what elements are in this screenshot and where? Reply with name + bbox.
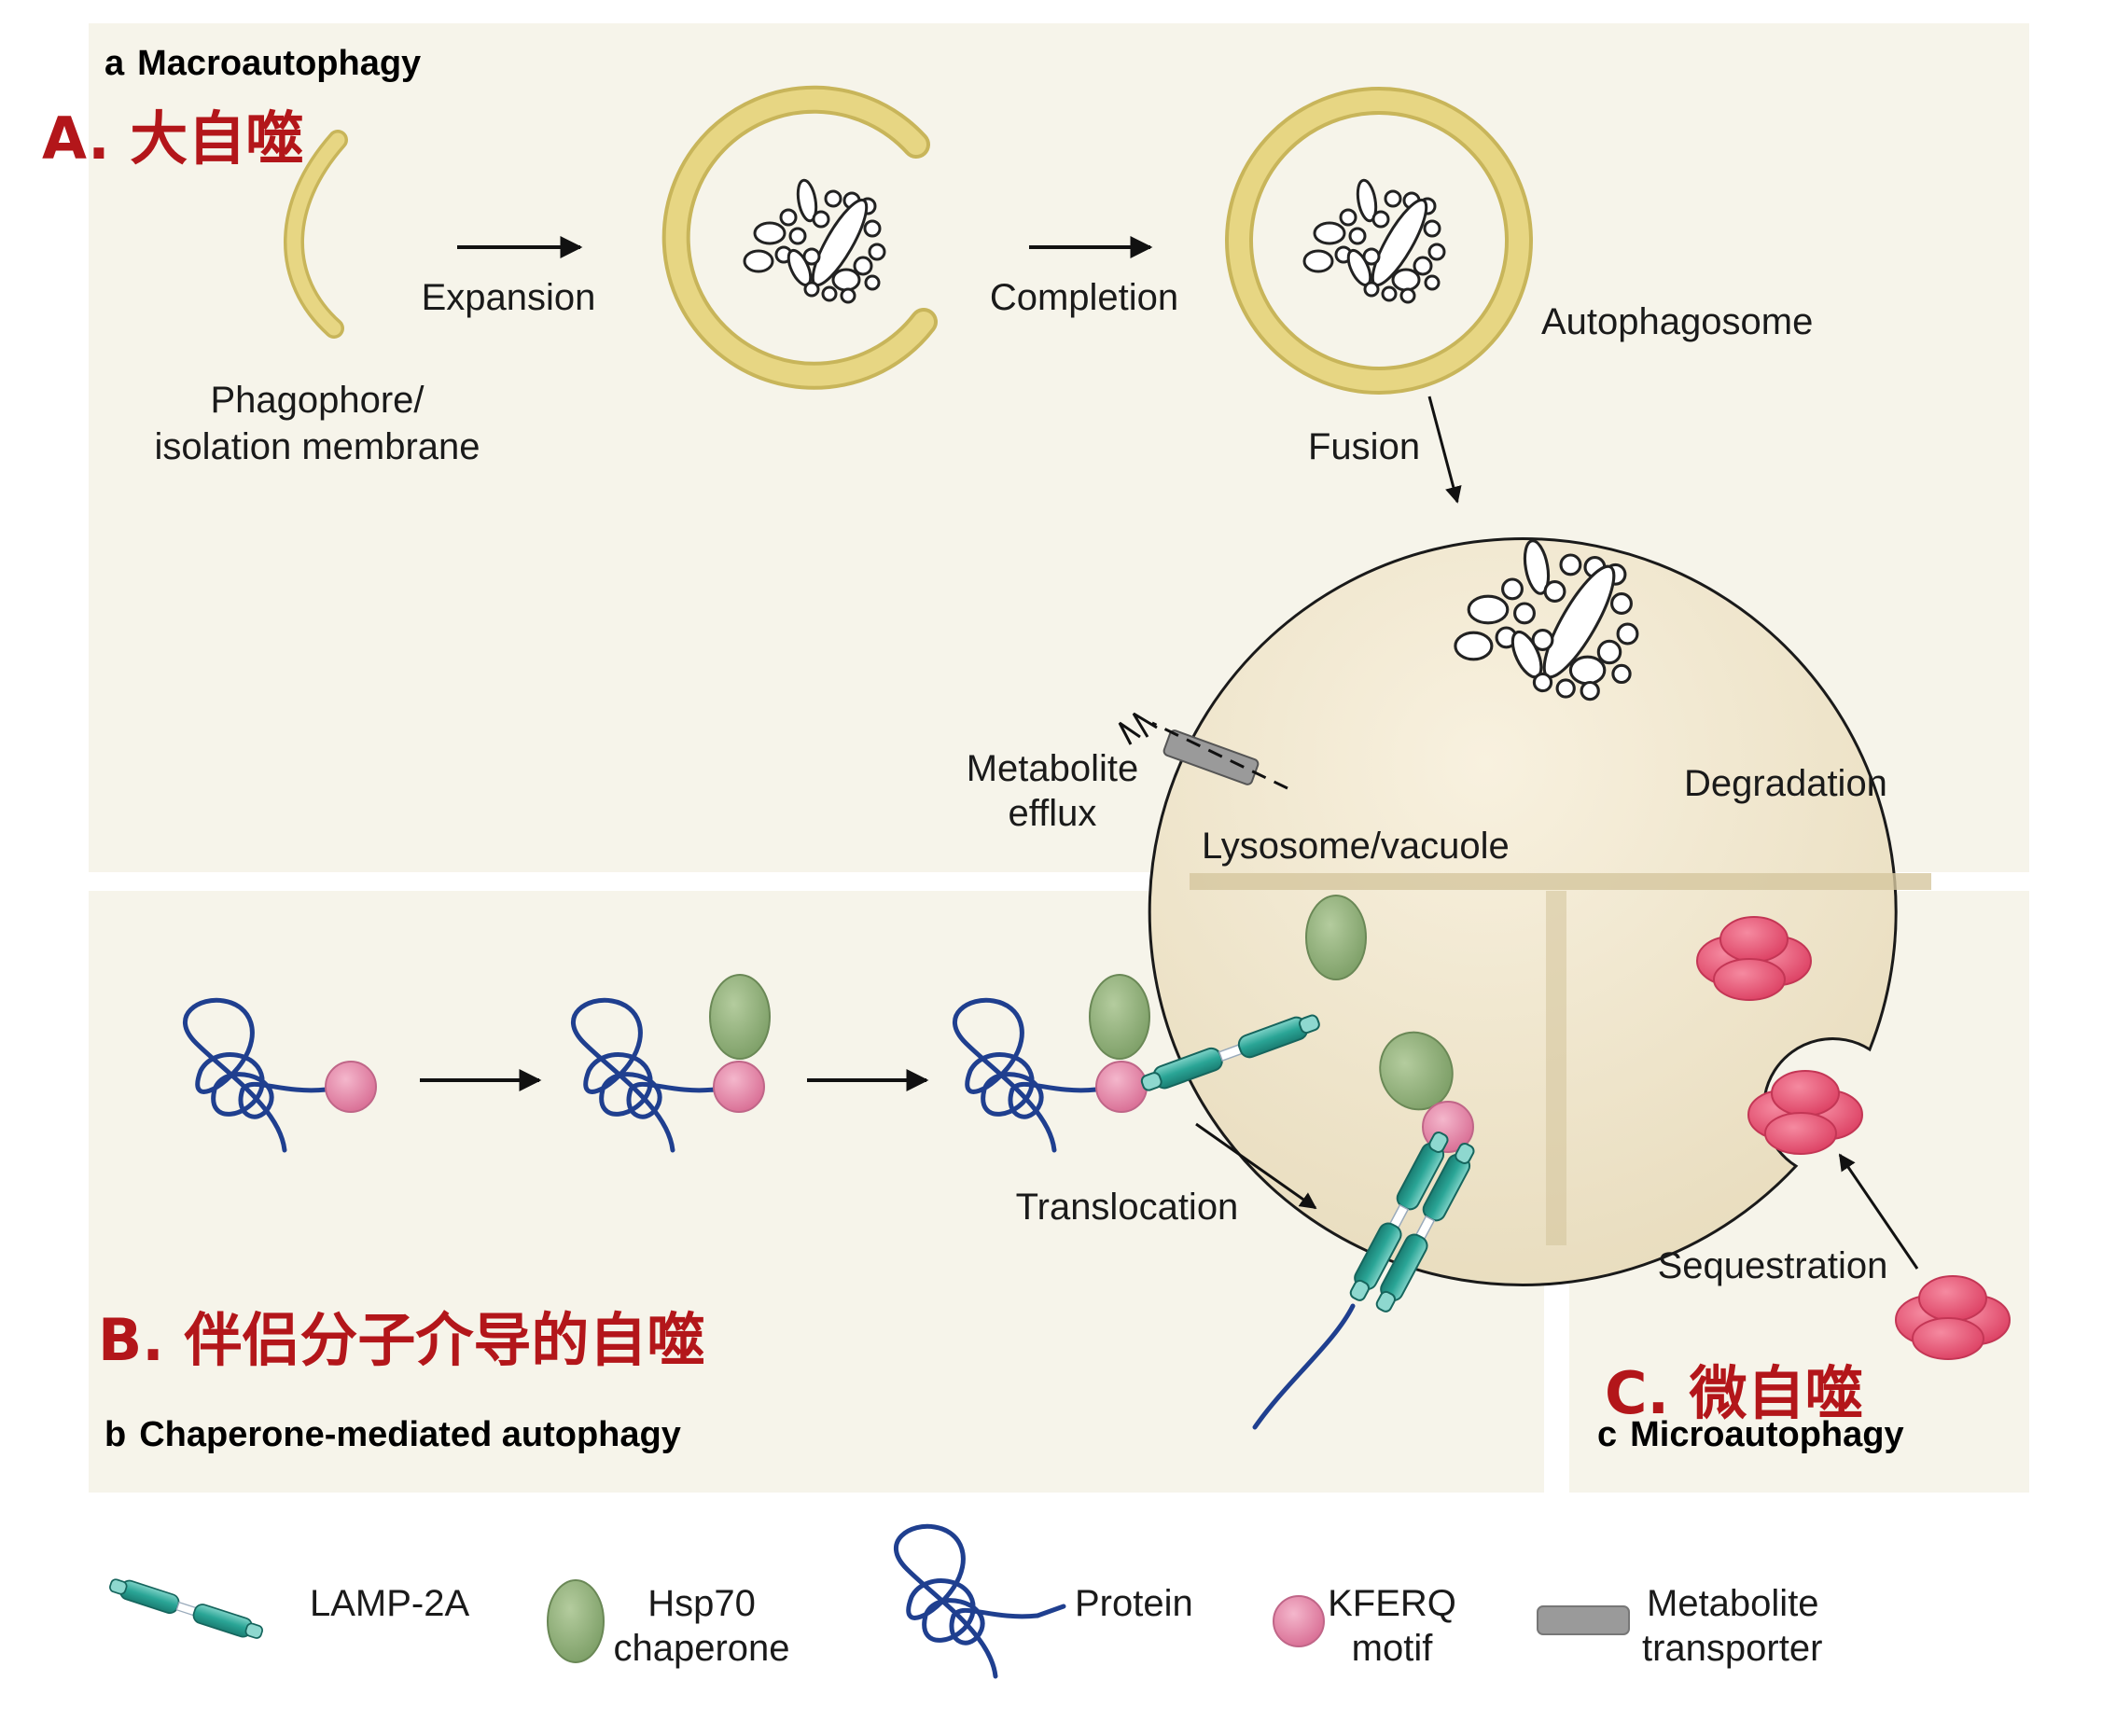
degradation-label: Degradation: [1684, 763, 1887, 804]
cma-kferq-1: [325, 1061, 377, 1113]
translocated-protein-strand: [1252, 1303, 1356, 1430]
cma-kferq-2: [713, 1061, 765, 1113]
completion-label: Completion: [990, 277, 1178, 318]
sequestration-arrow: [1838, 1153, 1919, 1270]
legend-kferq-label-line2: motif: [1352, 1628, 1434, 1669]
lysosomal-hsp70: [1305, 895, 1367, 980]
legend-transporter-label-line2: transporter: [1642, 1628, 1822, 1669]
legend-kferq-label-line1: KFERQ: [1328, 1583, 1456, 1624]
legend-kferq-icon: [1273, 1595, 1325, 1647]
cma-kferq-3: [1095, 1061, 1148, 1113]
legend-protein-icon: [896, 1526, 1037, 1676]
fusion-label: Fusion: [1308, 426, 1420, 467]
phagophore-label-line2: isolation membrane: [154, 426, 480, 467]
efflux-path: [1151, 721, 1288, 790]
legend-transporter-icon: [1537, 1605, 1630, 1635]
cma-hsp70-3: [1089, 974, 1150, 1060]
legend-hsp70-icon: [547, 1579, 605, 1663]
metabolite-efflux-label-line2: efflux: [1009, 793, 1097, 834]
lysosome-label: Lysosome/vacuole: [1202, 826, 1510, 867]
cma-hsp70-2: [709, 974, 771, 1060]
legend-lamp2a-label: LAMP-2A: [310, 1583, 469, 1624]
legend-lamp2a-icon: [106, 1574, 266, 1644]
legend-hsp70-label-line1: Hsp70: [647, 1583, 756, 1624]
autophagosome-label: Autophagosome: [1541, 301, 1813, 342]
legend: LAMP-2A Hsp70 chaperone Protein KFERQ mo…: [106, 1526, 1822, 1676]
efflux-arrowhead: [1118, 712, 1158, 745]
sequestration-label: Sequestration: [1658, 1245, 1888, 1286]
cn-label-a: A. 大自噬: [42, 104, 303, 173]
cn-label-b: B. 伴侣分子介导的自噬: [98, 1306, 704, 1374]
legend-hsp70-label-line2: chaperone: [613, 1628, 789, 1669]
expansion-label: Expansion: [422, 277, 596, 318]
legend-protein-label: Protein: [1075, 1583, 1193, 1624]
autophagosome: [1225, 87, 1533, 395]
metabolite-efflux-label-line1: Metabolite: [967, 748, 1139, 789]
expanding-membrane: [661, 85, 938, 390]
cn-label-c: C. 微自噬: [1605, 1359, 1863, 1427]
translocation-arrow: [1195, 1122, 1317, 1210]
lysosome: [1148, 536, 1931, 1286]
legend-transporter-label-line1: Metabolite: [1647, 1583, 1819, 1624]
translocation-label: Translocation: [1016, 1187, 1239, 1228]
fusion-arrow: [1427, 396, 1462, 504]
phagophore-label-line1: Phagophore/: [210, 380, 425, 421]
